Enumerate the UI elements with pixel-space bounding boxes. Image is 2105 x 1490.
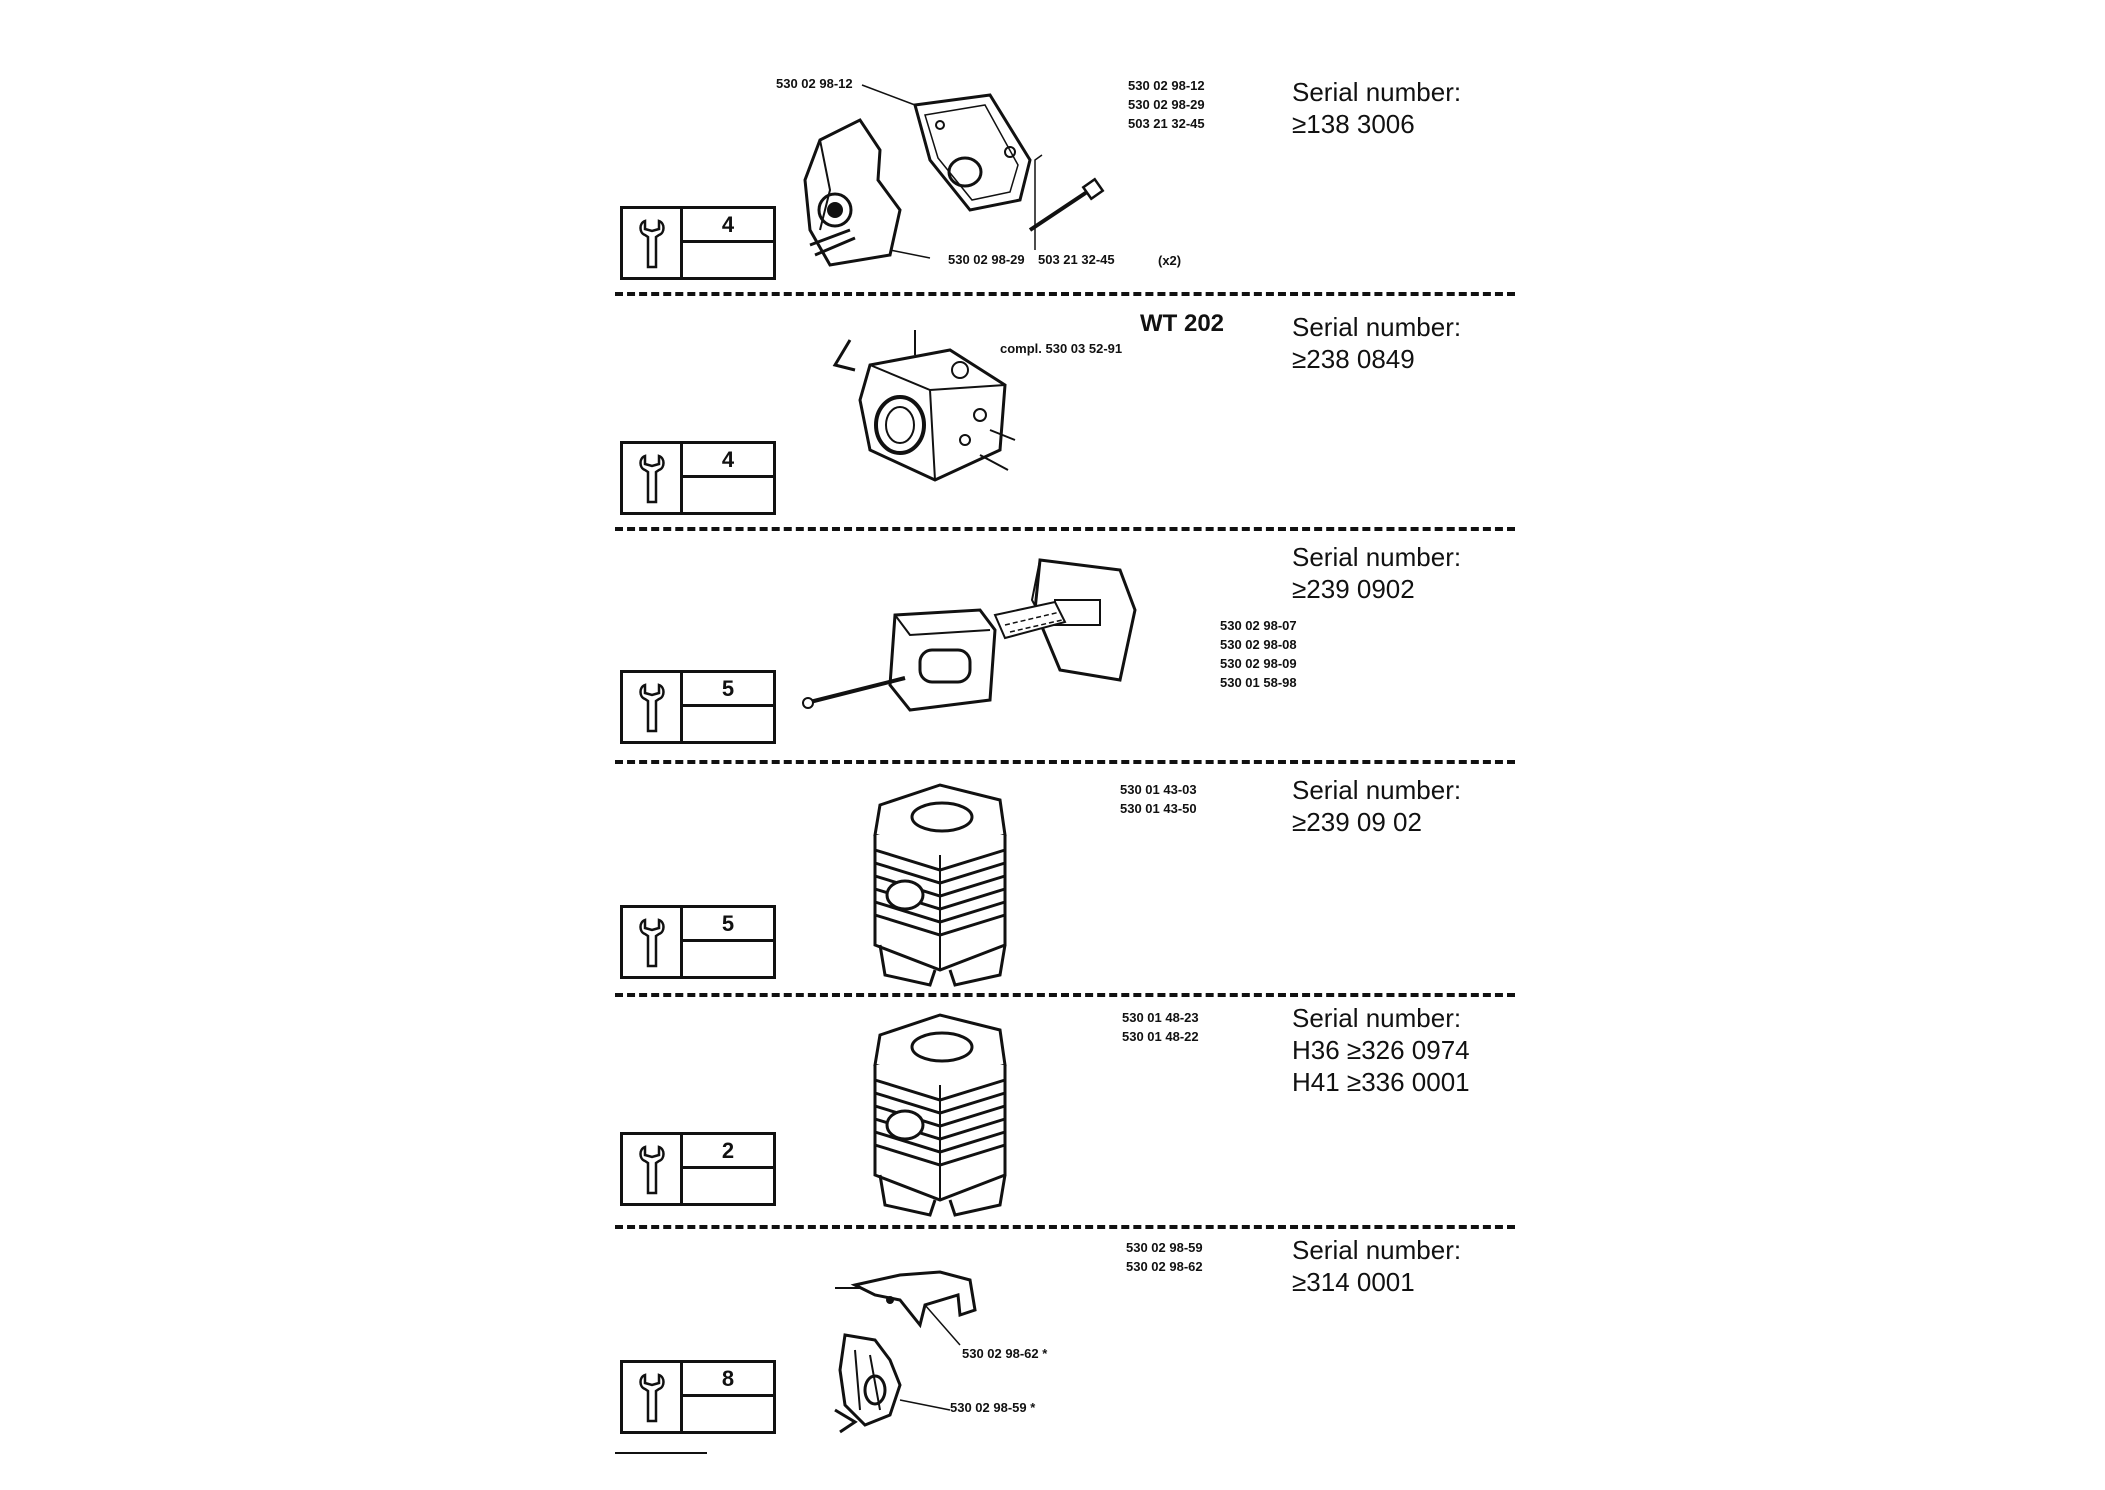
part-number: 530 01 58-98 xyxy=(1220,675,1297,690)
tool-count: 4 xyxy=(683,444,773,478)
serial-label: Serial number: xyxy=(1292,1235,1462,1265)
air-filter-cover-drawing xyxy=(803,84,1105,267)
callout-part-number: 530 02 98-59 * xyxy=(950,1400,1036,1415)
part-number-list: 530 01 43-03 530 01 43-50 xyxy=(1120,780,1197,818)
carburetor-model: WT 202 xyxy=(1140,310,1225,337)
bracket-parts-drawing xyxy=(834,1270,977,1434)
callout-part-number: 503 21 32-45 xyxy=(1038,252,1115,267)
section-divider xyxy=(615,292,1515,296)
tool-count: 5 xyxy=(683,908,773,942)
tool-box: 2 xyxy=(620,1132,776,1206)
part-number-list: 530 02 98-12 530 02 98-29 503 21 32-45 xyxy=(1128,76,1205,133)
part-number: 530 01 43-50 xyxy=(1120,801,1197,816)
serial-value: H36 ≥326 0974 xyxy=(1292,1035,1470,1065)
tool-box: 5 xyxy=(620,670,776,744)
callout-part-number: 530 02 98-12 xyxy=(776,76,853,91)
part-number: 530 02 98-62 xyxy=(1126,1259,1203,1274)
cylinder-drawing xyxy=(873,1013,1007,1217)
serial-number-block: Serial number: H36 ≥326 0974 H41 ≥336 00… xyxy=(1292,1002,1470,1098)
section-divider xyxy=(615,760,1515,764)
part-number: 530 02 98-08 xyxy=(1220,637,1297,652)
carburetor-drawing xyxy=(832,330,1016,482)
serial-value: ≥239 0902 xyxy=(1292,574,1415,604)
wrench-icon xyxy=(623,908,683,976)
serial-label: Serial number: xyxy=(1292,1003,1462,1033)
wrench-icon xyxy=(623,444,683,512)
part-number: 530 02 98-09 xyxy=(1220,656,1297,671)
serial-value: ≥314 0001 xyxy=(1292,1267,1415,1297)
part-number: 530 01 43-03 xyxy=(1120,782,1197,797)
part-number-list: 530 02 98-07 530 02 98-08 530 02 98-09 5… xyxy=(1220,616,1297,692)
wrench-icon xyxy=(623,1363,683,1431)
part-number: 530 02 98-59 xyxy=(1126,1240,1203,1255)
tool-box: 4 xyxy=(620,206,776,280)
part-number: 530 02 98-12 xyxy=(1128,78,1205,93)
callout-quantity: (x2) xyxy=(1158,253,1182,268)
section-divider xyxy=(615,1225,1515,1229)
serial-value: ≥239 09 02 xyxy=(1292,807,1422,837)
serial-value: ≥238 0849 xyxy=(1292,344,1415,374)
wrench-icon xyxy=(623,673,683,741)
serial-number-block: Serial number: ≥138 3006 xyxy=(1292,76,1461,140)
tool-box: 5 xyxy=(620,905,776,979)
cylinder-drawing xyxy=(873,783,1007,987)
callout-part-number: 530 02 98-29 xyxy=(948,252,1025,267)
tool-box: 8 xyxy=(620,1360,776,1434)
part-number: 530 02 98-07 xyxy=(1220,618,1297,633)
serial-value: ≥138 3006 xyxy=(1292,109,1415,139)
muffler-drawing xyxy=(802,558,1137,712)
serial-label: Serial number: xyxy=(1292,542,1462,572)
serial-label: Serial number: xyxy=(1292,312,1462,342)
part-number-list: 530 01 48-23 530 01 48-22 xyxy=(1122,1008,1199,1046)
serial-label: Serial number: xyxy=(1292,775,1462,805)
complete-part-number: compl. 530 03 52-91 xyxy=(1000,341,1123,356)
tool-count: 2 xyxy=(683,1135,773,1169)
section-divider xyxy=(615,527,1515,531)
wrench-icon xyxy=(623,1135,683,1203)
wrench-icon xyxy=(623,209,683,277)
tool-box: 4 xyxy=(620,441,776,515)
part-number: 530 02 98-29 xyxy=(1128,97,1205,112)
serial-number-block: Serial number: ≥239 0902 xyxy=(1292,541,1461,605)
part-number-list: 530 02 98-59 530 02 98-62 xyxy=(1126,1238,1203,1276)
tool-count: 4 xyxy=(683,209,773,243)
part-number: 530 01 48-22 xyxy=(1122,1029,1199,1044)
serial-value: H41 ≥336 0001 xyxy=(1292,1067,1470,1097)
callout-part-number: 530 02 98-62 * xyxy=(962,1346,1048,1361)
serial-number-block: Serial number: ≥314 0001 xyxy=(1292,1234,1461,1298)
tool-count: 5 xyxy=(683,673,773,707)
tool-count: 8 xyxy=(683,1363,773,1397)
serial-number-block: Serial number: ≥239 09 02 xyxy=(1292,774,1461,838)
serial-label: Serial number: xyxy=(1292,77,1462,107)
part-number: 503 21 32-45 xyxy=(1128,116,1205,131)
footer-rule xyxy=(615,1452,707,1454)
serial-number-block: Serial number: ≥238 0849 xyxy=(1292,311,1461,375)
part-number: 530 01 48-23 xyxy=(1122,1010,1199,1025)
section-divider xyxy=(615,993,1515,997)
